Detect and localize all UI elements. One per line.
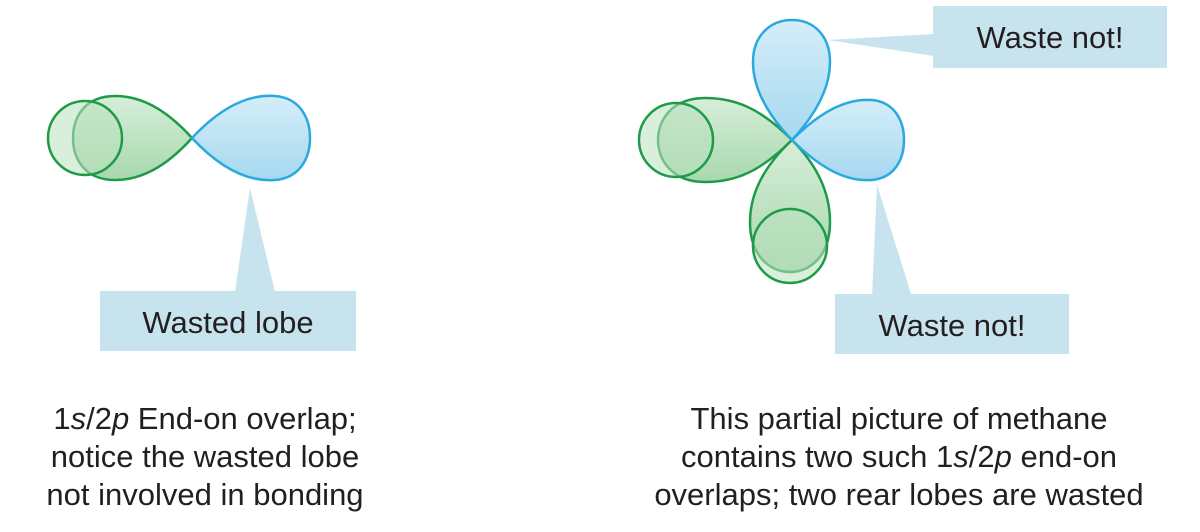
right-caption-line-2: contains two such 1s/2p end-on: [600, 438, 1198, 476]
left-caption-line-2: notice the wasted lobe: [50, 439, 360, 474]
left-caption: 1s/2p End-on overlap; notice the wasted …: [0, 400, 410, 514]
caption-text: end-on: [1011, 439, 1117, 474]
caption-text: /2: [86, 401, 112, 436]
right-caption-line-3: overlaps; two rear lobes are wasted: [654, 477, 1144, 512]
caption-italic-p: p: [111, 401, 130, 436]
caption-italic-p: p: [994, 439, 1012, 474]
wasted-lobe-callout-box: [100, 291, 356, 351]
waste-not-bottom-label: Waste not!: [878, 308, 1025, 343]
wasted-lobe-callout-pointer: [235, 188, 275, 292]
left-caption-line-1: 1s/2p End-on overlap;: [0, 400, 410, 438]
wasted-lobe-label: Wasted lobe: [142, 305, 313, 340]
waste-not-top-label: Waste not!: [976, 20, 1123, 55]
green-s-orbital: [46, 99, 124, 177]
caption-text: 1: [53, 401, 71, 436]
green-left-s-orbital: [637, 101, 715, 179]
right-caption-line-1: This partial picture of methane: [690, 401, 1108, 436]
right-methane-figure: Waste not! Waste not!: [637, 6, 1167, 354]
caption-italic-s: s: [70, 401, 87, 436]
caption-italic-s: s: [953, 439, 969, 474]
blue-top-p-lobe: [751, 18, 832, 142]
waste-not-top-callout-pointer: [828, 34, 934, 56]
waste-not-bottom-callout-box: [835, 294, 1069, 354]
left-overlap-figure: Wasted lobe: [46, 94, 356, 351]
waste-not-top-callout-box: [933, 6, 1167, 68]
waste-not-bottom-callout-pointer: [872, 185, 912, 297]
left-caption-line-3: not involved in bonding: [46, 477, 364, 512]
caption-text: /2: [968, 439, 995, 474]
caption-text: contains two such 1: [680, 439, 954, 474]
blue-p-lobe: [190, 94, 312, 182]
caption-text: End-on overlap;: [129, 401, 357, 436]
blue-right-p-lobe: [790, 98, 906, 182]
green-bottom-s-orbital: [751, 207, 829, 285]
right-caption: This partial picture of methane contains…: [600, 400, 1198, 514]
